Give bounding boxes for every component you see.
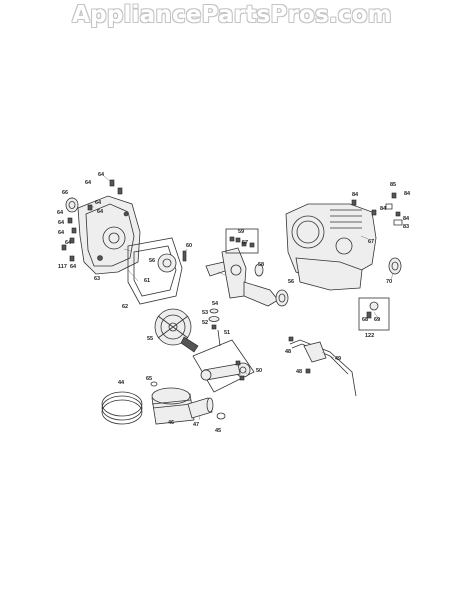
callout-52: 52	[202, 320, 208, 326]
parts-83-85	[385, 192, 403, 226]
oil-seal-70	[388, 257, 402, 275]
callout-69: 69	[374, 317, 380, 323]
callout-61: 61	[144, 278, 150, 284]
bolts-64	[61, 179, 123, 262]
callout-64: 64	[70, 264, 77, 270]
callout-57: 57	[242, 240, 248, 246]
callout-49: 49	[335, 356, 341, 362]
callout-60: 60	[186, 243, 192, 249]
callout-51: 51	[224, 330, 230, 336]
governor-box-59	[225, 228, 259, 254]
callout-122: 122	[365, 333, 374, 339]
callout-64: 64	[58, 220, 65, 226]
callout-48: 48	[296, 369, 302, 375]
piston-rings-44	[101, 391, 143, 425]
connecting-rod-50	[192, 339, 255, 393]
callout-64: 64	[58, 230, 65, 236]
watermark: AppliancePartsPros.com	[72, 2, 392, 28]
oil-sensor-group-122	[358, 297, 390, 331]
governor-parts-59	[229, 236, 255, 248]
callout-64: 64	[97, 209, 104, 215]
callout-45: 45	[215, 428, 221, 434]
clip-45	[216, 412, 226, 420]
callout-83: 83	[403, 224, 409, 230]
callout-58: 58	[258, 262, 264, 268]
callout-64: 64	[98, 172, 105, 178]
callout-56: 56	[288, 279, 294, 285]
callout-64: 64	[85, 180, 92, 186]
cam-gear-56	[157, 253, 177, 273]
wire-harness-49	[288, 336, 357, 397]
piston-pin-47	[187, 397, 214, 419]
callout-56: 56	[149, 258, 155, 264]
piston-clip-65	[150, 381, 158, 387]
callout-55: 55	[147, 336, 153, 342]
callout-63: 63	[94, 276, 100, 282]
callout-84: 84	[352, 192, 359, 198]
callout-44: 44	[118, 380, 125, 386]
callout-67: 67	[368, 239, 374, 245]
callout-66: 66	[62, 190, 68, 196]
bearing-58	[254, 263, 289, 307]
callout-48: 48	[285, 349, 291, 355]
oil-seal-66	[65, 197, 79, 213]
callout-50: 50	[256, 368, 262, 374]
callout-46: 46	[168, 420, 174, 426]
callout-59: 59	[238, 229, 244, 235]
flywheel-55	[154, 308, 199, 353]
callout-84: 84	[380, 206, 387, 212]
callout-84: 84	[403, 216, 410, 222]
callout-47: 47	[193, 422, 199, 428]
callout-85: 85	[390, 182, 396, 188]
gasket-62	[127, 237, 183, 305]
leader-lines	[71, 175, 394, 421]
callout-84: 84	[404, 191, 411, 197]
small-parts-51-54	[208, 308, 221, 347]
callout-64: 64	[65, 240, 72, 246]
callout-65: 65	[146, 376, 152, 382]
callout-64: 64	[95, 200, 102, 206]
callout-64: 64	[57, 210, 64, 216]
engine-block-67	[285, 199, 377, 291]
callout-68: 68	[362, 317, 368, 323]
crankcase-cover	[77, 195, 141, 275]
callout-53: 53	[202, 310, 208, 316]
callout-70: 70	[386, 279, 392, 285]
callout-62: 62	[122, 304, 128, 310]
crankshaft-57	[205, 247, 279, 307]
governor-gear-60	[182, 250, 187, 262]
piston-46	[151, 387, 195, 425]
callout-117: 117	[58, 264, 67, 270]
callout-54: 54	[212, 301, 219, 307]
